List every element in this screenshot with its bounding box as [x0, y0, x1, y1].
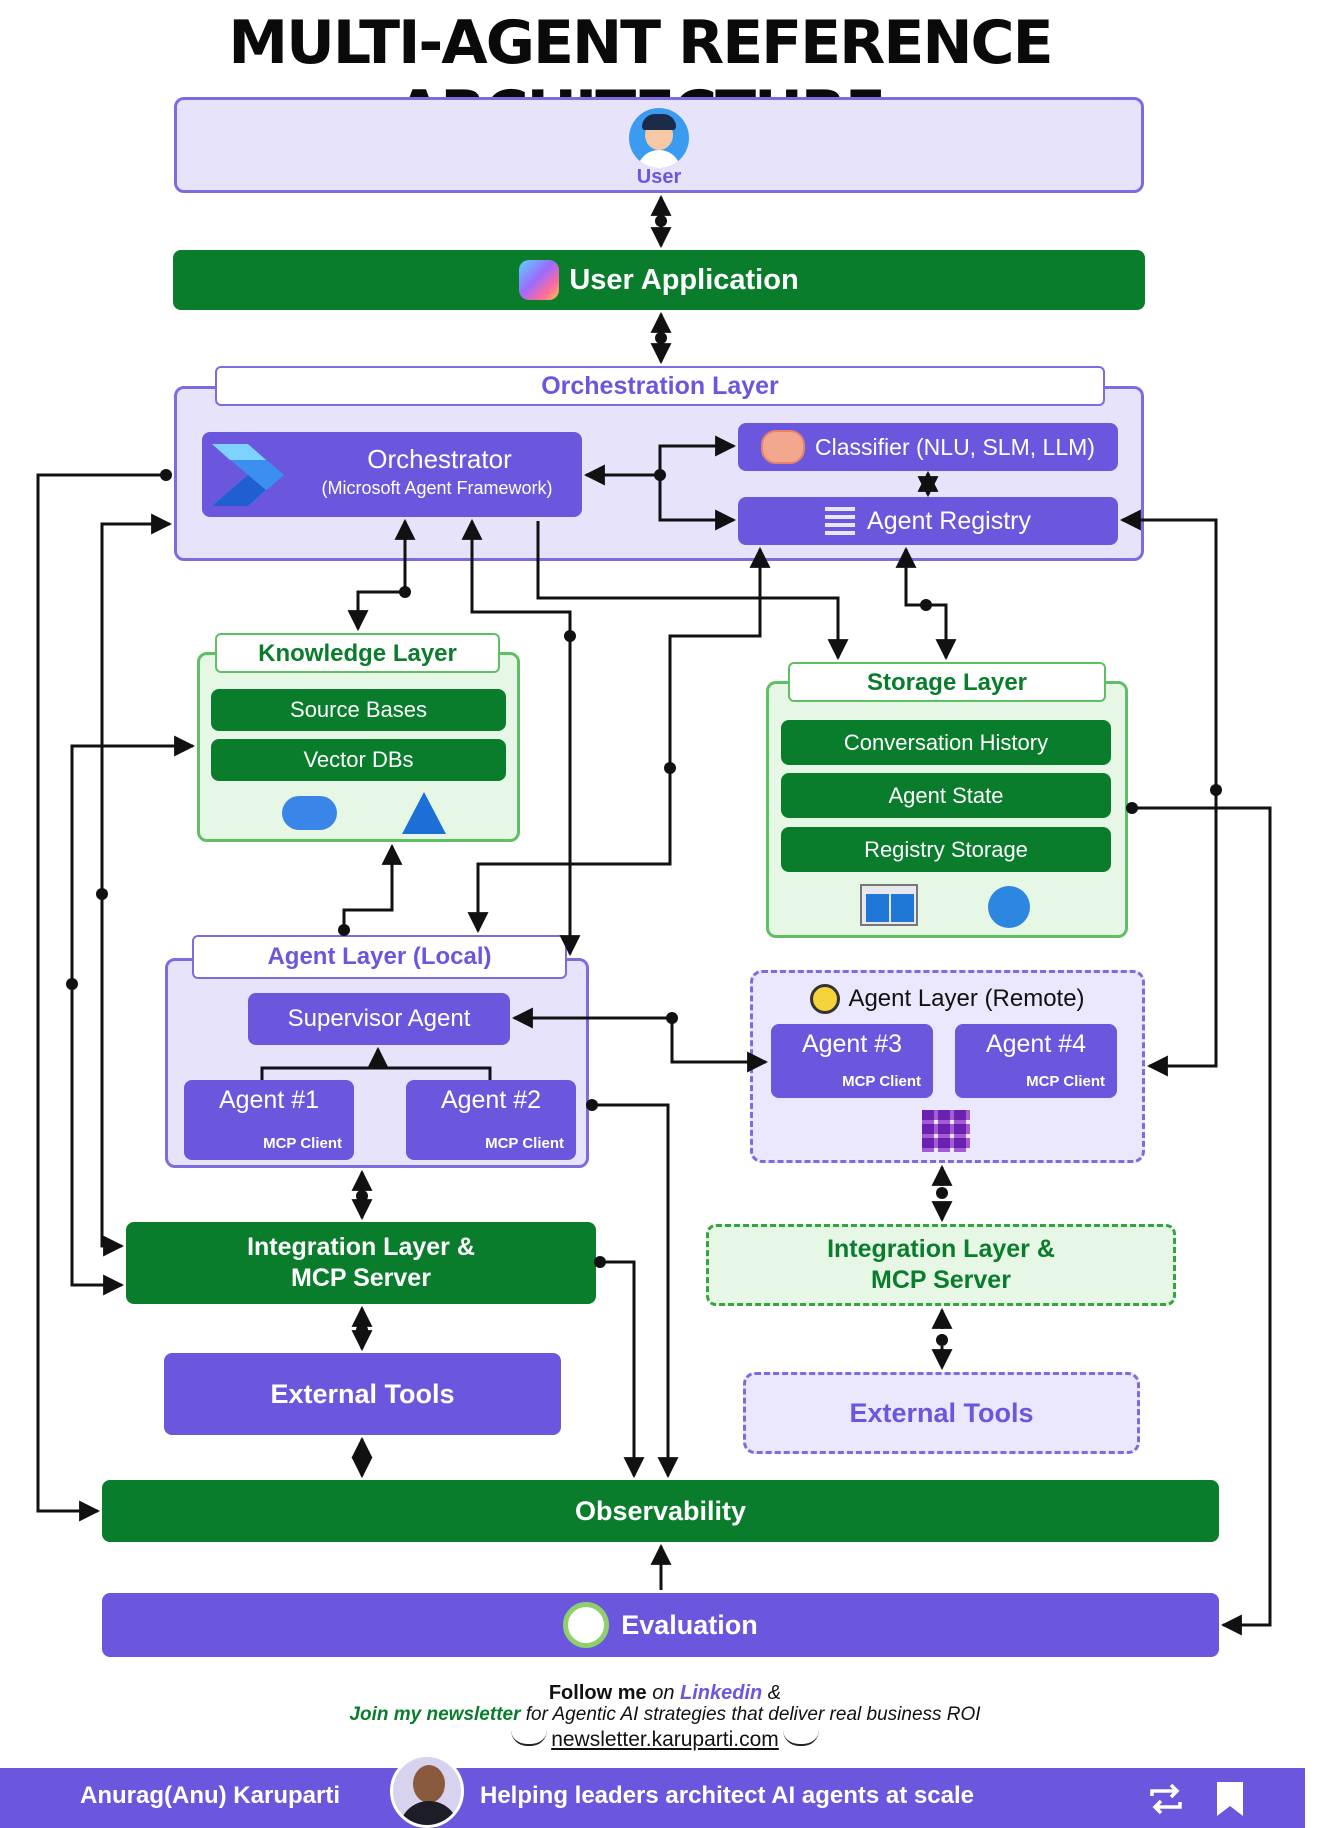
newsletter-url-row: newsletter.karuparti.com: [0, 1728, 1330, 1752]
robot-icon: [810, 984, 841, 1014]
agent-1-name: Agent #1: [218, 1086, 320, 1114]
agent-3-box: Agent #3 MCP Client: [771, 1024, 933, 1098]
orchestrator-title: Orchestrator: [367, 444, 512, 474]
evaluation-label: Evaluation: [621, 1609, 758, 1640]
agent-registry-label: Agent Registry: [867, 506, 1031, 535]
agent-4-box: Agent #4 MCP Client: [955, 1024, 1117, 1098]
agent-3-name: Agent #3: [801, 1030, 903, 1058]
classifier-box: Classifier (NLU, SLM, LLM): [738, 423, 1118, 471]
agent-2-name: Agent #2: [440, 1086, 542, 1114]
linkedin-link[interactable]: Linkedin: [680, 1682, 763, 1704]
agent-framework-logo-icon: [212, 444, 284, 506]
vector-dbs: Vector DBs: [211, 739, 506, 781]
brain-icon: [761, 430, 806, 464]
agent-1-box: Agent #1 MCP Client: [184, 1080, 354, 1160]
integration-layer-local: Integration Layer & MCP Server: [126, 1222, 596, 1304]
agent-state: Agent State: [781, 773, 1111, 818]
user-box: User: [174, 97, 1144, 193]
user-application-label: User Application: [569, 263, 799, 296]
follow-and-text: &: [762, 1682, 782, 1704]
kubernetes-cubes-icon: [922, 1110, 970, 1152]
external-tools-remote: External Tools: [743, 1372, 1140, 1454]
newsletter-cta[interactable]: Join my newsletter: [349, 1704, 521, 1725]
agent-registry-box: Agent Registry: [738, 497, 1118, 545]
follow-line-2: Join my newsletter for Agentic AI strate…: [0, 1704, 1330, 1726]
conversation-history: Conversation History: [781, 720, 1111, 765]
observability-bar: Observability: [102, 1480, 1219, 1542]
repost-icon[interactable]: [1148, 1782, 1184, 1816]
classifier-label: Classifier (NLU, SLM, LLM): [815, 433, 1095, 460]
app-logo-icon: [519, 260, 560, 300]
follow-me-text: Follow me: [548, 1682, 647, 1704]
integration-remote-line1: Integration Layer &: [827, 1235, 1055, 1263]
follow-on-text: on: [646, 1682, 680, 1704]
orchestration-layer-title: Orchestration Layer: [215, 366, 1105, 406]
curved-arrow-left-icon: [511, 1730, 548, 1746]
shield-lock-icon: [563, 1602, 610, 1648]
user-application-bar: User Application: [173, 250, 1145, 310]
registry-list-icon: [825, 507, 856, 535]
integration-remote-line2: MCP Server: [871, 1266, 1011, 1294]
knowledge-layer-title: Knowledge Layer: [215, 633, 500, 673]
integration-layer-remote: Integration Layer & MCP Server: [706, 1224, 1176, 1306]
source-bases: Source Bases: [211, 689, 506, 731]
agent-4-name: Agent #4: [985, 1030, 1087, 1058]
bookmark-icon[interactable]: [1215, 1780, 1245, 1818]
follow-line-1: Follow me on Linkedin &: [0, 1682, 1330, 1705]
agent-1-client: MCP Client: [263, 1135, 342, 1152]
evaluation-bar: Evaluation: [102, 1593, 1219, 1657]
author-tagline: Helping leaders architect AI agents at s…: [480, 1782, 974, 1809]
author-avatar: [390, 1754, 464, 1828]
azure-logo-icon: [402, 792, 446, 834]
orchestrator-subtitle: (Microsoft Agent Framework): [321, 478, 553, 498]
agent-2-box: Agent #2 MCP Client: [406, 1080, 576, 1160]
external-tools-local: External Tools: [164, 1353, 561, 1435]
cosmos-db-icon: [988, 886, 1030, 928]
agent-layer-local-title: Agent Layer (Local): [192, 935, 567, 979]
table-storage-icon: [860, 884, 918, 926]
agent-layer-remote-title: Agent Layer (Remote): [848, 985, 1085, 1012]
user-avatar-icon: [629, 108, 689, 168]
supervisor-agent: Supervisor Agent: [248, 993, 510, 1045]
registry-storage: Registry Storage: [781, 827, 1111, 872]
agent-4-client: MCP Client: [1026, 1073, 1105, 1090]
agent-3-client: MCP Client: [842, 1073, 921, 1090]
integration-local-line2: MCP Server: [291, 1264, 431, 1292]
cloud-search-icon: [282, 796, 337, 830]
agent-layer-remote-header: Agent Layer (Remote): [760, 978, 1135, 1020]
agent-2-client: MCP Client: [485, 1135, 564, 1152]
author-name: Anurag(Anu) Karuparti: [80, 1782, 340, 1809]
footer-bar: Anurag(Anu) Karuparti Helping leaders ar…: [0, 1754, 1305, 1828]
storage-layer-title: Storage Layer: [788, 662, 1106, 702]
orchestrator-box: Orchestrator (Microsoft Agent Framework): [202, 432, 582, 517]
user-label: User: [636, 166, 682, 188]
curved-arrow-right-icon: [782, 1730, 819, 1746]
newsletter-pitch: for Agentic AI strategies that deliver r…: [520, 1704, 981, 1725]
integration-local-line1: Integration Layer &: [247, 1233, 475, 1261]
newsletter-url[interactable]: newsletter.karuparti.com: [551, 1728, 779, 1751]
